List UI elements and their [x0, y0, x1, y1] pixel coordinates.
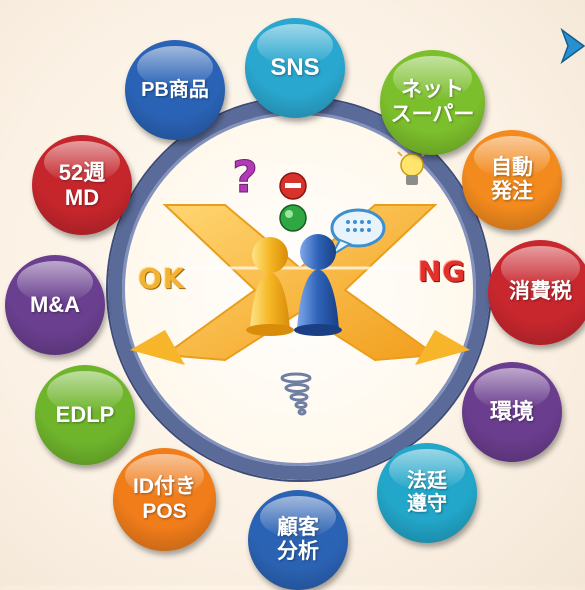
green-light-icon	[279, 204, 307, 232]
topic-bubble-net-super[interactable]: ネット スーパー	[380, 50, 485, 155]
topic-bubble-pb-products[interactable]: PB商品	[125, 40, 225, 140]
topic-label: 顧客 分析	[277, 515, 319, 563]
question-mark-icon: ?	[232, 152, 259, 204]
topic-bubble-edlp[interactable]: EDLP	[35, 365, 135, 465]
svg-text:?: ?	[232, 152, 258, 203]
topic-bubble-auto-order[interactable]: 自動 発注	[462, 130, 562, 230]
topic-label: SNS	[270, 54, 320, 82]
topic-bubble-environment[interactable]: 環境	[462, 362, 562, 462]
next-arrow-icon[interactable]	[560, 26, 585, 66]
topic-bubble-m-and-a[interactable]: M&A	[5, 255, 105, 355]
topic-label: 環境	[489, 399, 534, 425]
topic-label: ネット スーパー	[390, 78, 475, 126]
topic-label: PB商品	[141, 78, 209, 101]
topic-bubble-sns[interactable]: SNS	[245, 18, 345, 118]
topic-label: 法廷 遵守	[407, 470, 447, 515]
arrow-head-left	[130, 330, 185, 365]
topic-label: 52週 MD	[58, 159, 106, 210]
speech-bubble-icon	[329, 208, 386, 258]
topic-bubble-consumption-tax[interactable]: 消費税	[488, 240, 585, 345]
topic-bubble-52-week-md[interactable]: 52週 MD	[32, 135, 132, 235]
topic-label: EDLP	[55, 402, 115, 428]
topic-label: 自動 発注	[491, 155, 533, 203]
topic-bubble-compliance[interactable]: 法廷 遵守	[377, 443, 477, 543]
topic-label: ID付き POS	[133, 475, 196, 523]
ng-label: NG	[418, 255, 467, 288]
blue-person-figure	[294, 234, 342, 336]
arrow-head-right	[415, 330, 470, 365]
topic-bubble-customer-analysis[interactable]: 顧客 分析	[248, 490, 348, 590]
topic-label: M&A	[29, 292, 81, 318]
stop-sign-icon	[279, 172, 307, 200]
topic-bubble-id-pos[interactable]: ID付き POS	[113, 448, 216, 551]
light-bulb-icon	[397, 145, 427, 185]
tornado-icon	[280, 372, 312, 416]
yellow-person-figure	[246, 237, 294, 336]
ok-label: OK	[138, 262, 186, 295]
topic-label: 消費税	[509, 280, 572, 304]
